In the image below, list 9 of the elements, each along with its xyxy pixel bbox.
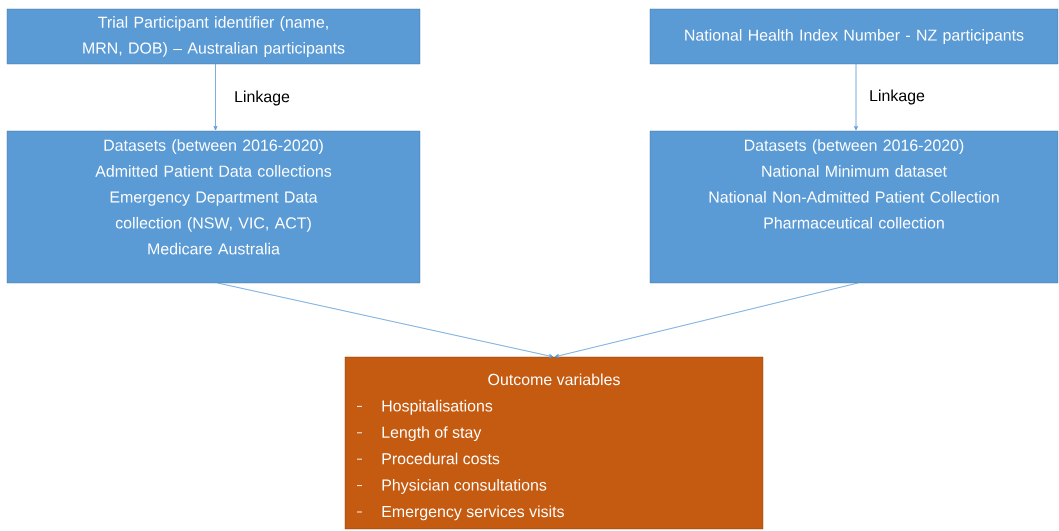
- process-box: Datasets (between 2016-2020) Admitted Patient Data collections Emergency Department Data collection (NSW, VIC, ACT) Medicare Australia: [6, 130, 421, 284]
- process-box: Trial Participant identifier (name, MRN, DOB) – Australian participants: [6, 8, 421, 65]
- edge-label: Linkage: [868, 88, 926, 106]
- outcome-box: Outcome variables Hospitalisations Length of stay Procedural costs Physician consultations Emergency services visits: [344, 356, 764, 530]
- arrow: [213, 125, 218, 131]
- edge-label: Linkage: [233, 89, 291, 107]
- process-box: National Health Index Number - NZ participants: [649, 8, 1059, 65]
- process-box: Datasets (between 2016-2020) National Minimum dataset National Non-Admitted Patient Collection Pharmaceutical collection: [649, 130, 1059, 284]
- arrow: [854, 125, 858, 131]
